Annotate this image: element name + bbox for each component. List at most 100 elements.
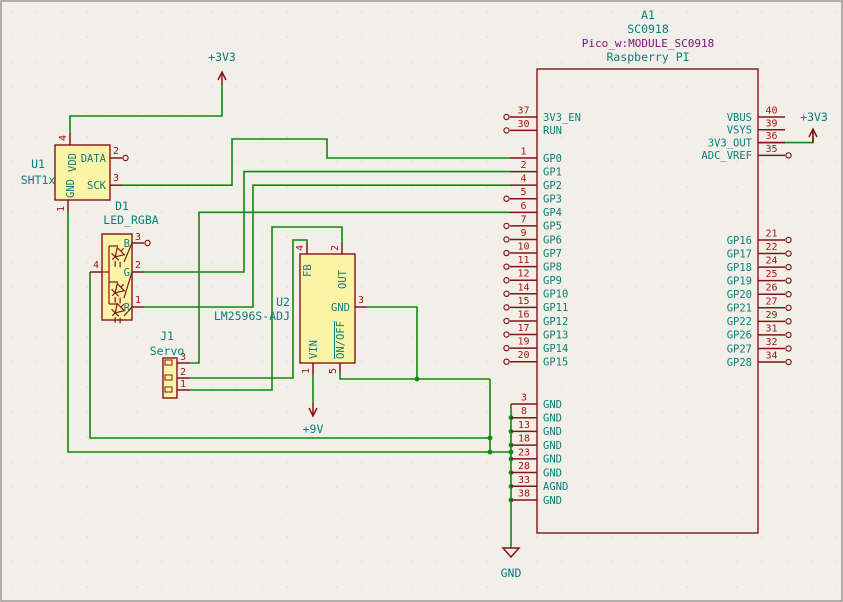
power-arrow-up-icon xyxy=(217,70,227,81)
module-pin-name: 3V3_OUT xyxy=(708,137,753,149)
component-u1-sht1x[interactable]: U1 SHT1x VDD GND DATA SCK 4 2 3 1 xyxy=(21,133,129,212)
module-pin-name: GP14 xyxy=(543,343,568,355)
module-pin-number: 30 xyxy=(517,119,529,130)
u2-pin-out-name: OUT xyxy=(337,269,349,289)
wire-3v3-to-u1vdd[interactable] xyxy=(69,85,223,133)
wire-u1gnd-gnd-rail[interactable] xyxy=(67,212,511,453)
j1-contact xyxy=(164,386,173,393)
u1-pin-gnd-name: GND xyxy=(65,179,77,198)
module-value: SC0918 xyxy=(627,22,669,36)
module-pins[interactable]: 373V3_EN30RUN1GP02GP14GP25GP36GP47GP59GP… xyxy=(503,106,792,507)
module-pin-number: 33 xyxy=(518,475,530,486)
j1-pin3-number: 3 xyxy=(180,352,186,363)
module-pin-name: GP12 xyxy=(543,316,568,328)
wire-u2out-to-servo1[interactable] xyxy=(190,226,343,391)
module-pin-number: 40 xyxy=(765,106,777,117)
module-pin-number: 37 xyxy=(517,106,529,117)
module-pin-name: GND xyxy=(543,467,562,479)
module-pin-number: 15 xyxy=(517,296,529,307)
wire-gp1-to-led-g[interactable] xyxy=(144,170,510,273)
u1-pin-data-name: DATA xyxy=(81,153,107,165)
no-connect-circle xyxy=(503,195,510,202)
module-pin-name: GND xyxy=(543,413,562,425)
module-pin-number: 19 xyxy=(517,337,529,348)
u2-pin3-number: 3 xyxy=(358,295,364,306)
power-3v3-left-label: +3V3 xyxy=(208,50,236,64)
component-j1-servo[interactable]: J1 Servo 3 2 1 xyxy=(150,329,190,399)
power-arrow-down-icon xyxy=(308,407,318,418)
no-connect-circle xyxy=(785,277,792,284)
no-connect-circle xyxy=(503,249,510,257)
module-pin-number: 23 xyxy=(518,447,530,458)
junction-dot xyxy=(414,376,420,382)
d1-reference: D1 xyxy=(115,199,129,213)
component-u2-lm2596[interactable]: U2 LM2596S-ADJ FB OUT GND VIN ON/OFF 4 2… xyxy=(214,243,367,375)
component-d1-led-rgba[interactable]: D1 LED_RGBA B G R 3 2 1 4 xyxy=(90,199,159,326)
module-footprint: Pico_w:MODULE_SC0918 xyxy=(582,37,714,50)
module-pin-number: 21 xyxy=(765,229,777,240)
wire-u2gnd[interactable] xyxy=(367,306,418,379)
component-a1-pico-module[interactable]: A1 SC0918 Pico_w:MODULE_SC0918 Raspberry… xyxy=(503,8,792,534)
j1-value: Servo xyxy=(150,344,185,358)
module-pin-number: 11 xyxy=(517,255,529,266)
module-pin-number: 18 xyxy=(518,434,530,445)
no-connect-circle xyxy=(144,239,151,247)
module-pin-name: GP9 xyxy=(543,275,562,287)
u1-pin2-number: 2 xyxy=(113,146,119,157)
u1-body[interactable] xyxy=(54,144,111,201)
module-pin-name: GP7 xyxy=(543,248,562,260)
module-pin-name: GP8 xyxy=(543,261,562,273)
no-connect-circle xyxy=(785,304,792,311)
j1-body[interactable] xyxy=(162,357,178,399)
module-pin-number: 13 xyxy=(518,420,530,431)
module-pin-number: 8 xyxy=(521,406,527,417)
module-body[interactable] xyxy=(536,68,759,534)
wire-led4-gnd-rail[interactable] xyxy=(89,272,490,439)
wires[interactable] xyxy=(67,85,814,548)
module-pin-number: 39 xyxy=(765,118,777,129)
j1-pin1-number: 1 xyxy=(180,379,186,390)
d1-pin3-number: 3 xyxy=(135,232,141,243)
module-pin-number: 27 xyxy=(765,296,777,307)
u1-pin3-number: 3 xyxy=(113,173,119,184)
module-pin-name: GP11 xyxy=(543,302,568,314)
gnd-triangle-icon xyxy=(501,547,521,559)
module-pin-number: 36 xyxy=(765,131,777,142)
module-pin-name: GP4 xyxy=(543,207,562,219)
module-pin-name: GP1 xyxy=(543,166,562,178)
module-pin-name: GP3 xyxy=(543,194,562,206)
power-9v[interactable]: +9V xyxy=(303,403,324,436)
module-pin-name: GP21 xyxy=(727,303,752,315)
no-connect-circle xyxy=(503,263,510,270)
no-connect-circle xyxy=(785,236,792,244)
module-pin-number: 35 xyxy=(765,144,777,155)
wire-sck-to-gp0[interactable] xyxy=(122,138,510,186)
u2-body[interactable] xyxy=(299,253,356,364)
wire-gp4-to-servo3[interactable] xyxy=(190,211,510,364)
no-connect-circle xyxy=(503,344,510,352)
no-connect-circle xyxy=(503,304,510,311)
power-3v3-left[interactable]: +3V3 xyxy=(208,50,236,85)
u2-pin2-number: 2 xyxy=(330,245,341,251)
u2-value: LM2596S-ADJ xyxy=(214,309,290,323)
module-pin-number: 20 xyxy=(517,350,529,361)
module-pin-number: 16 xyxy=(517,309,529,320)
wire-u2fb-to-servo2[interactable] xyxy=(190,239,308,379)
u1-pin-vdd-name: VDD xyxy=(67,153,79,172)
module-pin-name: GP6 xyxy=(543,234,562,246)
module-pin-name: GP22 xyxy=(727,316,752,328)
power-gnd[interactable]: GND xyxy=(501,547,522,580)
u1-reference: U1 xyxy=(31,157,45,171)
wire-onoff-gnd[interactable] xyxy=(339,372,490,380)
module-pin-number: 4 xyxy=(520,174,526,185)
power-gnd-label: GND xyxy=(501,566,522,580)
no-connect-circle xyxy=(785,250,792,257)
j1-contact xyxy=(164,374,173,381)
u2-pin1-number: 1 xyxy=(301,368,312,374)
j1-contact xyxy=(164,359,173,366)
power-3v3-right[interactable]: +3V3 xyxy=(800,110,828,143)
module-pin-name: GND xyxy=(543,399,562,411)
